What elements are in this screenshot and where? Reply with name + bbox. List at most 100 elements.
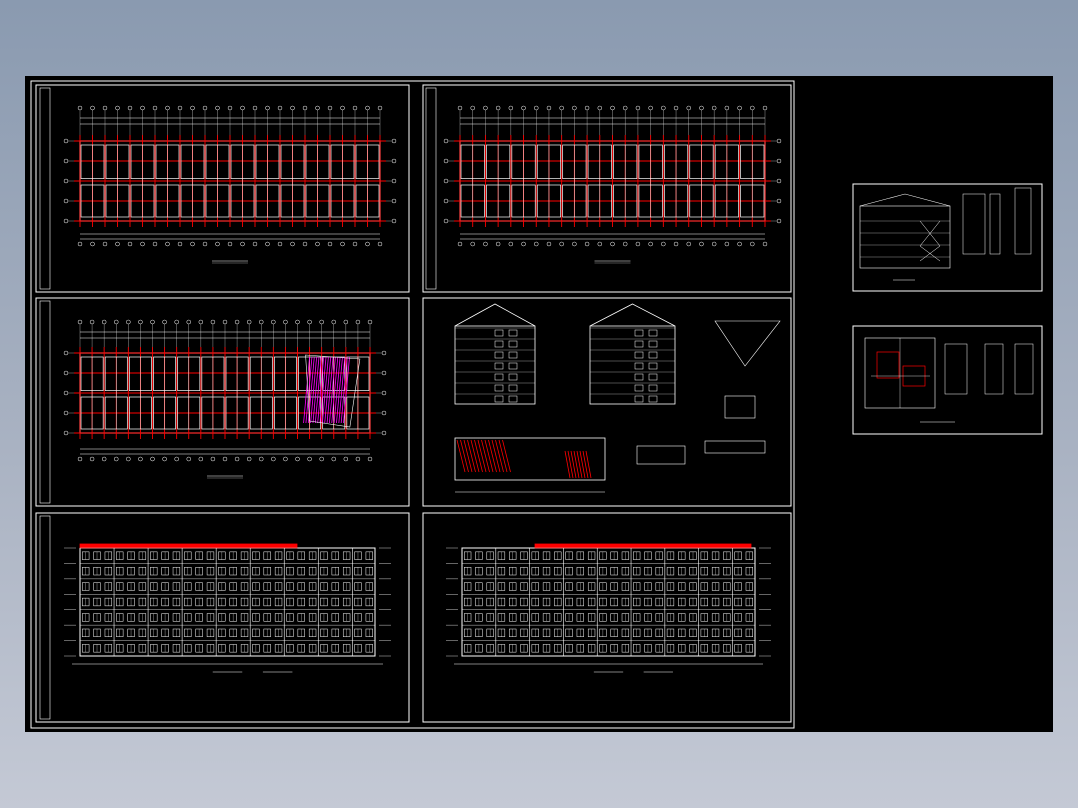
axis-bubble: [673, 105, 679, 111]
axis-bubble: [102, 105, 108, 111]
axis-bubble: [355, 456, 361, 462]
axis-bubble: [89, 319, 95, 325]
axis-bubble: [215, 105, 220, 111]
axis-bubble: [495, 105, 501, 111]
axis-bubble: [227, 241, 233, 247]
sheet-detail-a[interactable]: [852, 183, 1043, 292]
axis-bubble: [215, 241, 220, 247]
axis-bubble: [90, 241, 95, 247]
sheet-detail-b[interactable]: [852, 325, 1043, 435]
axis-bubble: [177, 105, 183, 111]
axis-bubble: [234, 456, 240, 462]
axis-bubble: [327, 241, 333, 247]
sheet-frame: [852, 183, 1043, 292]
floor-plan-drawing: [443, 105, 782, 264]
axis-bubble: [365, 105, 370, 111]
axis-bubble: [610, 105, 615, 111]
axis-bubble: [115, 241, 120, 247]
axis-bubble: [138, 456, 143, 462]
axis-bubble: [77, 241, 83, 247]
axis-bubble: [534, 105, 539, 111]
axis-bubble: [90, 105, 95, 111]
axis-bubble: [140, 105, 145, 111]
axis-bubble: [597, 105, 603, 111]
sheet-plan-1[interactable]: [35, 84, 410, 293]
axis-bubble: [352, 105, 358, 111]
axis-bubble: [635, 105, 641, 111]
axis-bubble: [352, 241, 358, 247]
axis-bubble: [290, 105, 295, 111]
axis-bubble: [762, 241, 768, 247]
axis-bubble: [127, 105, 133, 111]
axis-bubble: [340, 105, 345, 111]
sheet-elevation-1[interactable]: [35, 512, 410, 723]
axis-bubble: [174, 319, 179, 325]
sheet-frame: [422, 84, 792, 293]
axis-bubble: [277, 241, 283, 247]
axis-bubble: [483, 241, 488, 247]
axis-bubble: [546, 241, 552, 247]
axis-bubble: [165, 241, 170, 247]
axis-bubble: [259, 456, 264, 462]
axis-bubble: [186, 319, 191, 325]
axis-bubble: [457, 105, 463, 111]
axis-bubble: [302, 241, 308, 247]
axis-bubble: [470, 241, 475, 247]
axis-bubble: [202, 241, 208, 247]
axis-bubble: [315, 105, 320, 111]
title-strip: [39, 87, 51, 290]
detail-drawing: [864, 337, 1034, 423]
axis-bubble: [101, 456, 107, 462]
cad-drawing-viewport[interactable]: [25, 76, 1053, 732]
sheet-plan-2[interactable]: [422, 84, 792, 293]
axis-bubble: [495, 241, 501, 247]
axis-bubble: [114, 319, 119, 325]
axis-bubble: [210, 319, 216, 325]
axis-bubble: [240, 105, 245, 111]
axis-bubble: [661, 105, 666, 111]
axis-bubble: [252, 105, 258, 111]
axis-bubble: [234, 319, 240, 325]
sheet-section-details[interactable]: [422, 297, 792, 507]
axis-bubble: [319, 319, 324, 325]
axis-bubble: [277, 105, 283, 111]
axis-bubble: [165, 105, 170, 111]
axis-bubble: [331, 456, 336, 462]
axis-bubble: [307, 456, 312, 462]
axis-bubble: [686, 241, 691, 247]
axis-bubble: [622, 241, 628, 247]
axis-bubble: [508, 105, 514, 111]
axis-bubble: [222, 456, 228, 462]
axis-bubble: [470, 105, 475, 111]
axis-bubble: [331, 319, 336, 325]
axis-bubble: [521, 241, 526, 247]
axis-bubble: [186, 456, 191, 462]
sheet-elevation-2[interactable]: [422, 512, 792, 723]
axis-bubble: [115, 105, 120, 111]
axis-bubble: [343, 456, 349, 462]
axis-bubble: [597, 241, 603, 247]
sheet-plan-3[interactable]: [35, 297, 410, 507]
axis-bubble: [150, 456, 155, 462]
axis-bubble: [724, 241, 730, 247]
axis-bubble: [762, 105, 768, 111]
axis-bubble: [77, 319, 83, 325]
axis-bubble: [302, 105, 308, 111]
roof-band: [534, 543, 752, 549]
axis-bubble: [737, 105, 742, 111]
axis-bubble: [610, 241, 615, 247]
section-drawing: [454, 303, 781, 493]
cad-drawing-canvas[interactable]: [25, 76, 1053, 732]
axis-bubble: [377, 241, 383, 247]
axis-bubble: [648, 241, 653, 247]
sheet-frame: [422, 512, 792, 723]
axis-bubble: [283, 456, 288, 462]
axis-bubble: [559, 105, 564, 111]
axis-bubble: [152, 105, 158, 111]
sheet-frame: [35, 84, 410, 293]
axis-bubble: [240, 241, 245, 247]
axis-bubble: [343, 319, 349, 325]
axis-bubble: [150, 319, 155, 325]
roof-band: [79, 543, 298, 549]
axis-bubble: [222, 319, 228, 325]
